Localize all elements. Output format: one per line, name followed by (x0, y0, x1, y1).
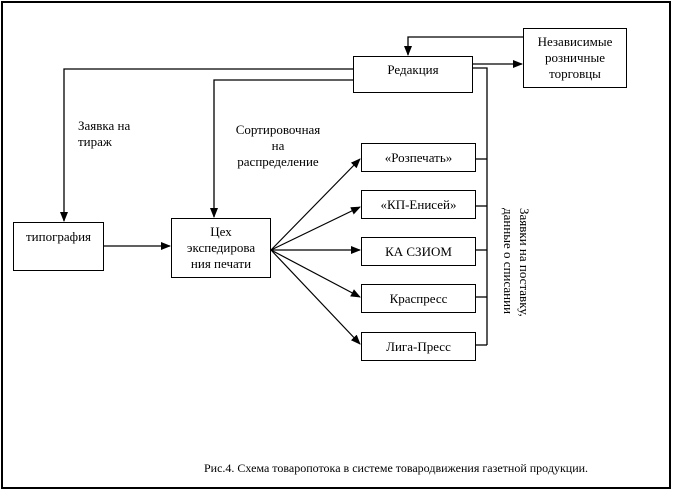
label-zayavki-line2: данные о списании (501, 208, 516, 315)
node-tsekh-line3: ния печати (190, 256, 252, 271)
node-kp-enisei-label: «КП-Енисей» (380, 196, 457, 212)
label-zayavka-line2: тираж (78, 134, 112, 149)
label-zayavki-line1: Заявки на поставку, (517, 208, 532, 317)
node-rozpechat-label: «Розпечать» (384, 149, 453, 165)
node-tsekh: Цех экспедирова ния печати (171, 218, 271, 278)
label-sortirovochnaya-line1: Сортировочная (235, 122, 321, 137)
label-zayavka-tirazh: Заявка на тираж (78, 118, 130, 150)
edge-redaktsiya-to-tipografiya (60, 68, 353, 222)
node-kraspress-label: Краспресс (389, 290, 448, 306)
node-kp-enisei: «КП-Енисей» (361, 190, 476, 219)
node-nezavisimye: Независимые розничные торговцы (523, 28, 627, 88)
edge-bus-to-redaktsiya (472, 67, 488, 345)
node-tsekh-line2: экспедирова (186, 240, 256, 255)
node-liga-press: Лига-Пресс (361, 332, 476, 361)
node-redaktsiya-label: Редакция (387, 62, 439, 77)
edge-tsekh-to-kraspress (270, 249, 361, 298)
label-sortirovochnaya-line2: на (271, 138, 285, 153)
edge-redaktsiya-to-tsekh (210, 79, 353, 218)
node-kraspress: Краспресс (361, 284, 476, 313)
label-zayavki-postavku: Заявки на поставку, данные о списании (500, 208, 532, 317)
label-sortirovochnaya-line3: распределение (237, 154, 319, 169)
edge-tsekh-to-kp-enisei (270, 206, 361, 251)
label-sortirovochnaya: Сортировочная на распределение (228, 122, 328, 170)
node-nezavisimye-line2: розничные (544, 50, 606, 65)
edge-tsekh-to-liga-press (270, 249, 361, 345)
node-kaszom: КА СЗИОМ (361, 237, 476, 266)
node-tipografiya-label: типография (25, 229, 92, 244)
node-redaktsiya: Редакция (353, 56, 473, 93)
edge-tsekh-to-rozpechat (270, 158, 361, 251)
node-nezavisimye-line3: торговцы (549, 66, 601, 81)
node-liga-press-label: Лига-Пресс (386, 338, 451, 354)
node-tsekh-line1: Цех (210, 224, 232, 239)
node-nezavisimye-line1: Независимые (537, 34, 613, 49)
node-rozpechat: «Розпечать» (361, 143, 476, 172)
figure-caption: Рис.4. Схема товаропотока в системе това… (204, 461, 589, 475)
node-tipografiya: типография (13, 222, 104, 271)
label-zayavka-line1: Заявка на (78, 118, 131, 133)
edge-nezavisimye-to-redaktsiya (404, 36, 523, 56)
node-kaszom-label: КА СЗИОМ (385, 243, 452, 259)
